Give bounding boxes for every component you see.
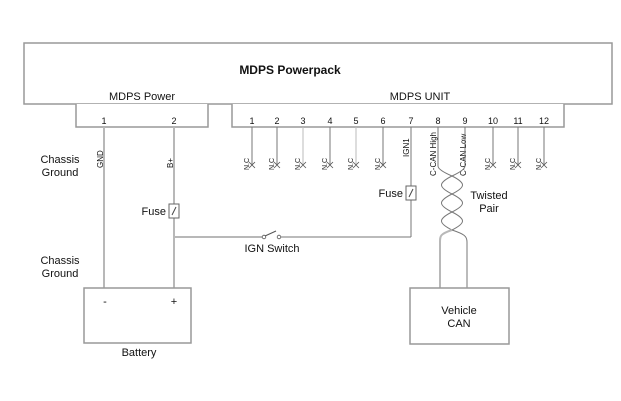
power-pin-2-num: 2 (171, 116, 176, 126)
twisted-pair-label-line2: Pair (479, 203, 499, 215)
power-pin-1-num: 1 (101, 116, 106, 126)
unit-pin-12-num: 12 (539, 116, 549, 126)
not-connected-icon (299, 161, 307, 169)
gnd-signal-label: GND (96, 150, 105, 168)
ign-switch-lever (264, 230, 277, 237)
vehicle-can-box (409, 287, 510, 345)
powerpack-title: MDPS Powerpack (239, 63, 341, 77)
not-connected-icon (248, 161, 256, 169)
power-connector (75, 104, 209, 128)
ign-switch-contact-left (261, 234, 267, 240)
unit-pin-10-signal: N.C (485, 158, 492, 170)
bplus-signal-label: B+ (166, 158, 175, 168)
unit-pin-3-num: 3 (300, 116, 305, 126)
unit-pin-5-num: 5 (353, 116, 358, 126)
unit-pin-7-signal: IGN1 (402, 138, 411, 157)
battery-minus-label: - (103, 296, 107, 308)
unit-pin-5-signal: N.C (348, 158, 355, 170)
unit-connector-label: MDPS UNIT (390, 91, 451, 103)
battery-plus-label: + (171, 296, 177, 308)
unit-pin-8-signal: C-CAN High (429, 132, 438, 176)
unit-pin-1-signal: N.C (244, 158, 251, 170)
unit-pin-6-signal: N.C (375, 158, 382, 170)
unit-pin-12-signal: N.C (536, 158, 543, 170)
unit-connector (231, 104, 565, 128)
unit-pin-10-num: 10 (488, 116, 498, 126)
unit-pin-1-num: 1 (249, 116, 254, 126)
chassis-ground-top-line1: Chassis (40, 154, 80, 166)
not-connected-icon (273, 161, 281, 169)
twisted-pair-label-line1: Twisted (470, 190, 507, 202)
chassis-ground-bottom-line2: Ground (42, 268, 79, 280)
battery-box (83, 287, 192, 344)
unit-pin-11-num: 11 (513, 116, 522, 126)
can-high-wire (437, 127, 453, 177)
can-low-wire (451, 127, 466, 177)
chassis-ground-bottom-line1: Chassis (40, 255, 80, 267)
fuse-left-label: Fuse (142, 206, 166, 218)
not-connected-icon (489, 161, 497, 169)
unit-pin-3-signal: N.C (295, 158, 302, 170)
not-connected-icon (540, 161, 548, 169)
unit-pin-9-num: 9 (462, 116, 467, 126)
not-connected-icon (352, 161, 360, 169)
unit-pin-4-signal: N.C (322, 158, 329, 170)
powerpack-box (23, 42, 613, 105)
chassis-ground-top-line2: Ground (42, 167, 79, 179)
power-connector-label: MDPS Power (109, 91, 175, 103)
ign-switch-label: IGN Switch (244, 243, 299, 255)
unit-pin-4-num: 4 (327, 116, 332, 126)
unit-pin-2-signal: N.C (269, 158, 276, 170)
vehicle-can-label-line2: CAN (447, 318, 470, 330)
unit-pin-6-num: 6 (380, 116, 385, 126)
not-connected-icon (379, 161, 387, 169)
fuse-right-label: Fuse (379, 188, 403, 200)
unit-pin-9-signal: C-CAN Low (459, 134, 468, 176)
unit-pin-8-num: 8 (435, 116, 440, 126)
vehicle-can-label-line1: Vehicle (441, 305, 476, 317)
ign-switch-contact-right (276, 234, 282, 240)
not-connected-icon (326, 161, 334, 169)
unit-pin-7-num: 7 (408, 116, 413, 126)
unit-pin-2-num: 2 (274, 116, 279, 126)
twisted-pair-icon (439, 175, 468, 290)
unit-pin-11-signal: N.C (510, 158, 517, 170)
battery-label: Battery (122, 347, 157, 359)
not-connected-icon (514, 161, 522, 169)
